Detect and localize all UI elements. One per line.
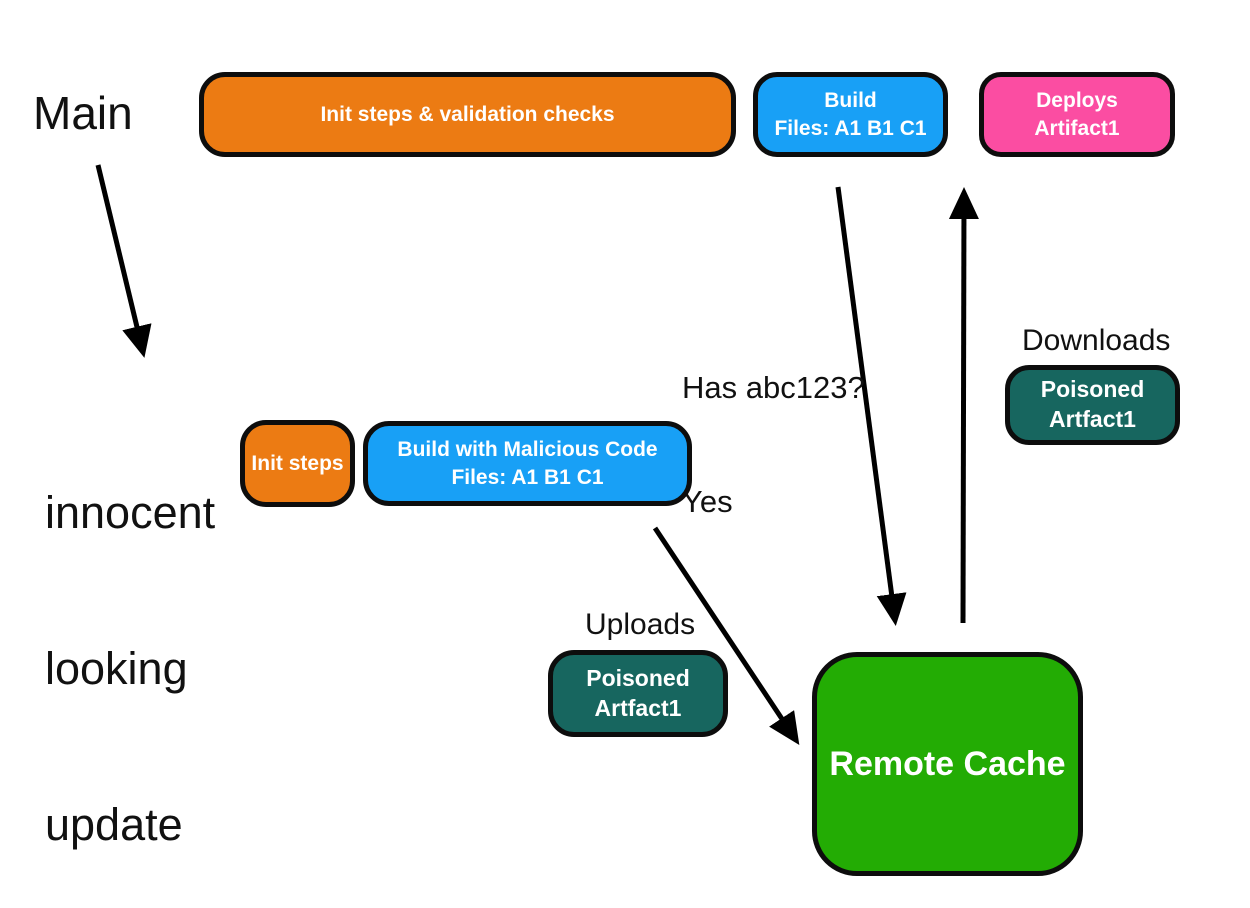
innocent-update-line2: looking bbox=[45, 643, 188, 694]
cache-lookup-answer: Yes bbox=[682, 484, 733, 519]
cache-lookup-label: Has abc123? Yes bbox=[682, 293, 865, 597]
remote-cache-text: Remote Cache bbox=[829, 744, 1066, 783]
init-validation-checks-node: Init steps & validation checks bbox=[199, 72, 736, 157]
build-node-title: Build bbox=[824, 89, 877, 113]
poisoned-artifact-download-node: Poisoned Artfact1 bbox=[1005, 365, 1180, 445]
uploads-label: Uploads bbox=[585, 608, 696, 641]
build-malicious-files: Files: A1 B1 C1 bbox=[451, 465, 604, 489]
downloads-label: Downloads bbox=[1022, 324, 1171, 357]
init-steps-text: Init steps bbox=[251, 451, 344, 475]
poisoned-artifact-upload-node: Poisoned Artfact1 bbox=[548, 650, 728, 737]
init-validation-checks-text: Init steps & validation checks bbox=[320, 102, 615, 126]
poisoned-download-line2: Artfact1 bbox=[1049, 406, 1136, 432]
build-malicious-title: Build with Malicious Code bbox=[397, 438, 658, 462]
deploys-node-title: Deploys bbox=[1036, 89, 1118, 113]
innocent-update-line3: update bbox=[45, 799, 183, 850]
poisoned-upload-line2: Artfact1 bbox=[594, 694, 682, 721]
cache-lookup-question: Has abc123? bbox=[682, 370, 865, 405]
build-node: Build Files: A1 B1 C1 bbox=[753, 72, 948, 157]
poisoned-upload-line1: Poisoned bbox=[586, 664, 690, 691]
init-steps-node: Init steps bbox=[240, 420, 355, 507]
arrow-cache-to-deploy bbox=[948, 187, 979, 624]
build-malicious-node: Build with Malicious Code Files: A1 B1 C… bbox=[363, 421, 692, 506]
innocent-update-line1: innocent bbox=[45, 487, 216, 538]
arrow-main-to-update bbox=[95, 164, 152, 358]
poisoned-download-line1: Poisoned bbox=[1040, 376, 1145, 403]
main-branch-label: Main bbox=[33, 87, 133, 139]
innocent-update-label: innocent looking update bbox=[45, 383, 215, 908]
deploys-artifact-node: Deploys Artifact1 bbox=[979, 72, 1175, 157]
remote-cache-node: Remote Cache bbox=[812, 652, 1083, 876]
build-node-files: Files: A1 B1 C1 bbox=[774, 116, 927, 140]
deploys-node-artifact: Artifact1 bbox=[1034, 116, 1120, 140]
